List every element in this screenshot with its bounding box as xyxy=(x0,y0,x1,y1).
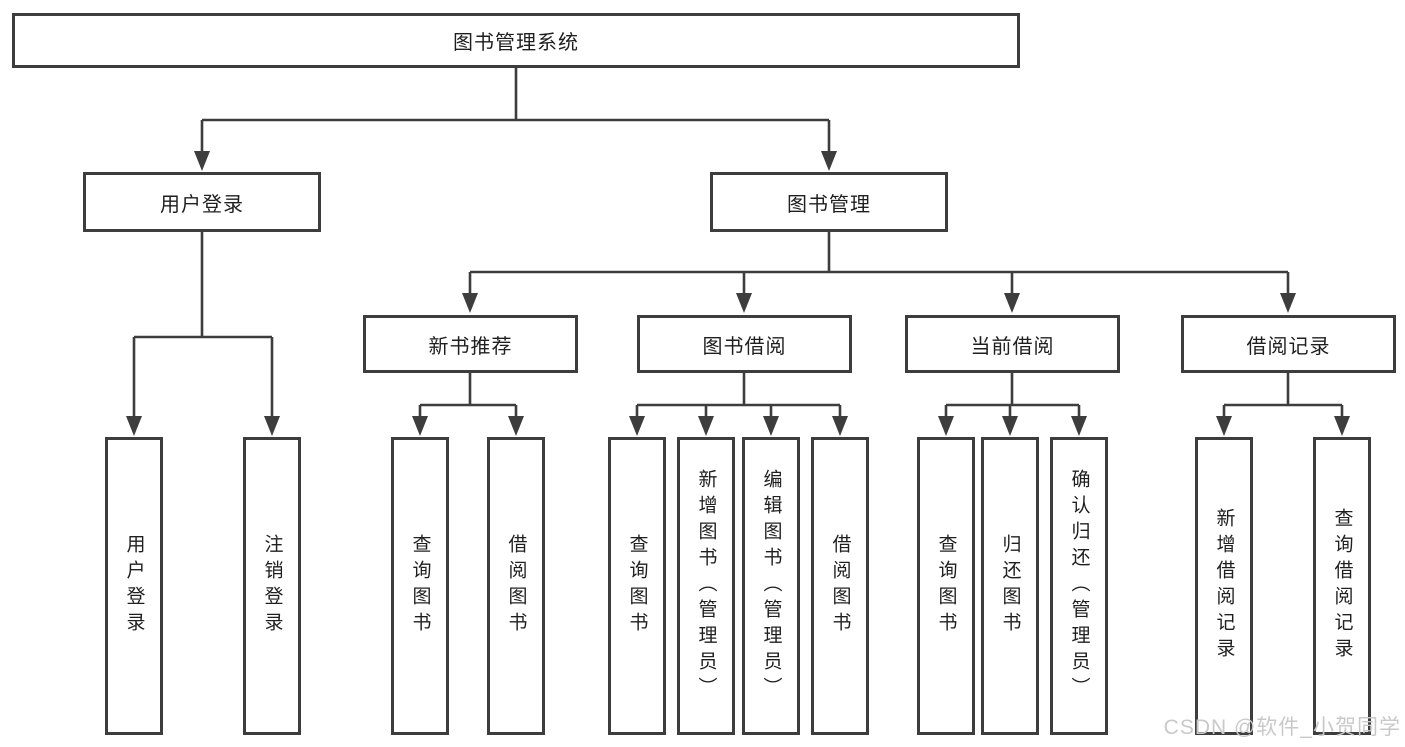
connector-current-borrow-branch xyxy=(944,373,1081,416)
node-label: 当前借阅 xyxy=(970,335,1055,358)
node-label: 图书借阅 xyxy=(702,335,787,358)
node-add-books-admin: 新增图书（管理员） xyxy=(677,437,735,735)
connector-user-login-branch xyxy=(132,232,274,416)
node-new-book-recommendation: 新书推荐 xyxy=(363,315,578,373)
node-user-login-leaf: 用户登录 xyxy=(105,437,163,735)
node-label: 查询图书 xyxy=(935,534,957,638)
node-add-borrow-record: 新增借阅记录 xyxy=(1195,437,1253,735)
connector-root-to-level1 xyxy=(200,68,831,151)
node-book-borrowing: 图书借阅 xyxy=(637,315,852,373)
node-query-books-borrowing: 查询图书 xyxy=(608,437,666,735)
node-library-management-system: 图书管理系统 xyxy=(12,13,1020,68)
node-label: 借阅记录 xyxy=(1246,335,1331,358)
node-query-books-recommend: 查询图书 xyxy=(391,437,449,735)
node-label: 新增借阅记录 xyxy=(1213,508,1235,664)
node-label: 查询图书 xyxy=(409,534,431,638)
connector-new-book-branch xyxy=(418,373,518,416)
node-borrow-books-borrowing: 借阅图书 xyxy=(811,437,869,735)
node-label: 编辑图书（管理员） xyxy=(760,469,782,703)
node-book-management: 图书管理 xyxy=(710,172,948,232)
node-confirm-return-admin: 确认归还（管理员） xyxy=(1050,437,1108,735)
node-label: 图书管理 xyxy=(787,193,871,216)
node-label: 借阅图书 xyxy=(829,534,851,638)
node-label: 借阅图书 xyxy=(505,534,527,638)
node-label: 新增图书（管理员） xyxy=(695,469,717,703)
node-edit-books-admin: 编辑图书（管理员） xyxy=(742,437,800,735)
node-current-borrowing: 当前借阅 xyxy=(905,315,1120,373)
node-label: 确认归还（管理员） xyxy=(1068,469,1090,703)
node-label: 新书推荐 xyxy=(428,335,513,358)
connector-book-management-branch xyxy=(468,232,1290,293)
node-label: 查询借阅记录 xyxy=(1331,508,1353,664)
node-logout-leaf: 注销登录 xyxy=(243,437,301,735)
connector-book-borrow-branch xyxy=(635,373,842,416)
node-label: 查询图书 xyxy=(626,534,648,638)
node-borrowing-records: 借阅记录 xyxy=(1181,315,1396,373)
node-user-login-group: 用户登录 xyxy=(83,172,321,232)
node-label: 用户登录 xyxy=(123,534,145,638)
node-query-books-current: 查询图书 xyxy=(917,437,975,735)
node-label: 归还图书 xyxy=(999,534,1021,638)
node-return-books: 归还图书 xyxy=(981,437,1039,735)
node-label: 用户登录 xyxy=(160,193,244,216)
node-query-borrow-record: 查询借阅记录 xyxy=(1313,437,1371,735)
node-borrow-books-recommend: 借阅图书 xyxy=(487,437,545,735)
connector-borrow-records-branch xyxy=(1222,373,1344,416)
node-label: 注销登录 xyxy=(261,534,283,638)
node-label: 图书管理系统 xyxy=(453,32,579,54)
